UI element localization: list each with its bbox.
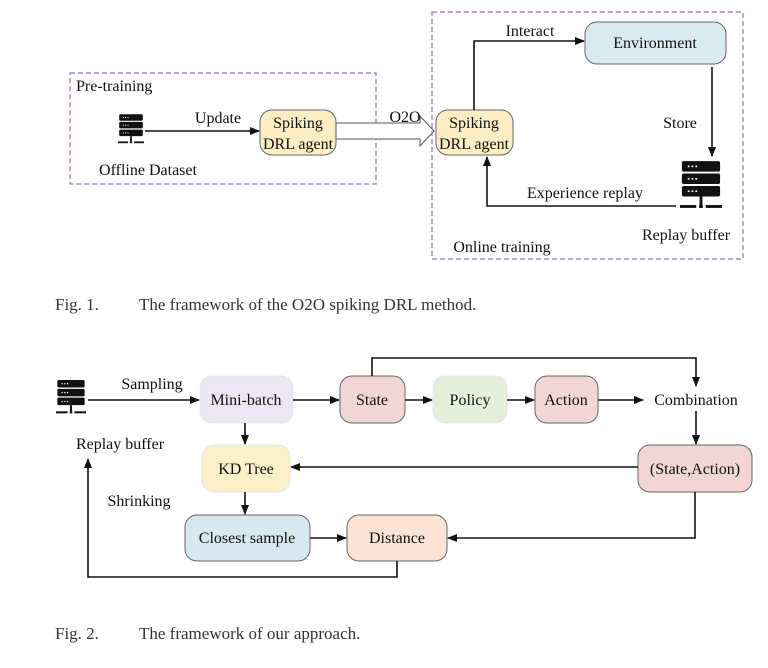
pretraining-label: Pre-training	[76, 78, 152, 95]
replay-buffer-label: Replay buffer	[642, 227, 731, 244]
mini-batch-label: Mini-batch	[210, 392, 281, 409]
figure-1: Pre-training Offline Dataset Update Spik…	[55, 11, 744, 314]
store-label: Store	[663, 115, 697, 132]
o2o-hollow-arrow	[335, 114, 435, 148]
closest-sample-label: Closest sample	[199, 530, 295, 547]
combination-label: Combination	[654, 392, 738, 409]
distance-label: Distance	[369, 530, 425, 547]
policy-label: Policy	[450, 392, 491, 409]
update-label: Update	[195, 110, 241, 127]
action-label: Action	[544, 392, 588, 409]
interact-label: Interact	[506, 23, 555, 40]
online-training-label: Online training	[453, 239, 550, 256]
shrinking-label: Shrinking	[107, 493, 170, 510]
fig1-caption-number: Fig. 1.	[55, 295, 99, 314]
fig1-caption-text: The framework of the O2O spiking DRL met…	[139, 295, 476, 314]
pretrain-agent-line2: DRL agent	[263, 136, 334, 153]
state-to-combination-arrow	[371, 357, 700, 387]
replay-buffer-label: Replay buffer	[76, 436, 165, 453]
replay-buffer-server-icon	[56, 379, 86, 414]
experience-replay-label: Experience replay	[527, 185, 643, 202]
o2o-label: O2O	[389, 109, 420, 126]
fig2-caption-number: Fig. 2.	[55, 624, 99, 643]
state-label: State	[356, 392, 388, 409]
environment-box	[584, 21, 727, 65]
state-action-label: (State,Action)	[650, 461, 740, 478]
pretrain-agent-line1: Spiking	[273, 115, 323, 132]
online-agent-line2: DRL agent	[439, 136, 510, 153]
kd-tree-label: KD Tree	[218, 461, 274, 478]
offline-dataset-server-icon	[118, 114, 144, 144]
online-training-region	[431, 11, 744, 260]
pair-to-distance-arrow	[447, 492, 696, 542]
figure-2: Replay buffer Sampling Mini-batch State …	[55, 357, 753, 643]
offline-dataset-label: Offline Dataset	[99, 162, 197, 179]
replay-buffer-server-icon	[680, 161, 722, 208]
kd-tree-box	[201, 444, 291, 493]
shrinking-feedback-arrow	[84, 458, 398, 578]
experience-replay-arrow	[483, 156, 676, 207]
environment-label: Environment	[613, 35, 697, 52]
sampling-label: Sampling	[121, 376, 182, 393]
online-agent-line1: Spiking	[449, 115, 499, 132]
interact-arrow	[473, 37, 585, 110]
fig2-caption-text: The framework of our approach.	[139, 624, 360, 643]
